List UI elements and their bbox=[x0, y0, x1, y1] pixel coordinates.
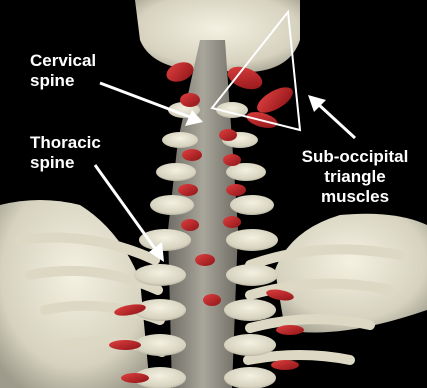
thoracic-spine-label: Thoracic spine bbox=[30, 133, 101, 173]
cervical-spine-label: Cervical spine bbox=[30, 51, 96, 91]
suboccipital-label-line-3: muscles bbox=[302, 187, 409, 207]
cervical-label-line-1: Cervical bbox=[30, 51, 96, 71]
cervical-label-line-2: spine bbox=[30, 71, 96, 91]
thoracic-label-line-1: Thoracic bbox=[30, 133, 101, 153]
suboccipital-label: Sub-occipital triangle muscles bbox=[302, 147, 409, 207]
suboccipital-label-line-1: Sub-occipital bbox=[302, 147, 409, 167]
suboccipital-label-line-2: triangle bbox=[302, 167, 409, 187]
thoracic-label-line-2: spine bbox=[30, 153, 101, 173]
